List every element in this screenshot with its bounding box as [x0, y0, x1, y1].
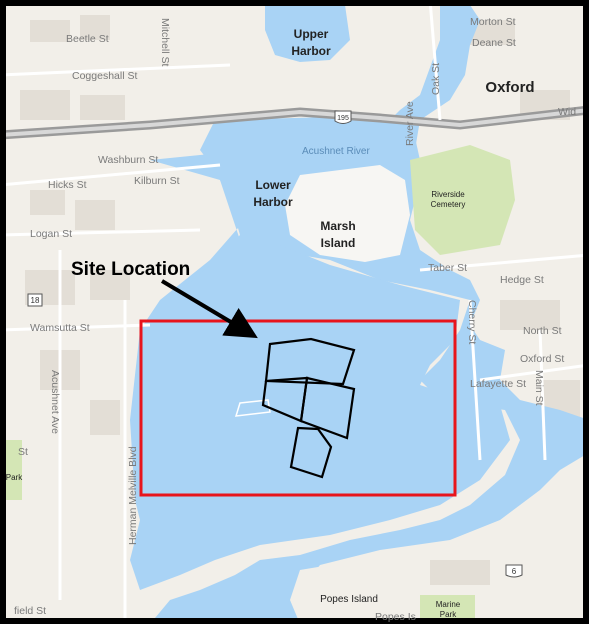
label-lafayette-st: Lafayette St — [470, 378, 526, 390]
site-polygon-4 — [289, 426, 333, 479]
riverside-cemetery-park — [410, 145, 515, 255]
rt6-shield: 6 — [505, 564, 523, 578]
label-upper-harbor-2: Harbor — [291, 44, 331, 58]
label-st-left: St — [18, 446, 28, 458]
label-oxford: Oxford — [485, 79, 534, 96]
site-location-label: Site Location — [71, 259, 190, 280]
label-field-st: field St — [14, 605, 46, 617]
label-lower-harbor-2: Harbor — [253, 195, 293, 209]
label-logan-st: Logan St — [30, 228, 72, 240]
label-hedge-st: Hedge St — [500, 274, 544, 286]
site-polygon-3 — [299, 376, 356, 440]
callout-arrow — [160, 279, 258, 339]
label-marsh-island-1: Marsh — [320, 219, 355, 233]
harbor-main-water — [130, 115, 510, 590]
white-outline-feature — [234, 399, 271, 417]
label-taber-st: Taber St — [428, 262, 467, 274]
label-main-st: Main St — [533, 370, 545, 406]
label-mitchell-st: Mitchell St — [159, 18, 171, 67]
marsh-island — [285, 165, 410, 262]
i195-shield: 195 — [334, 110, 352, 124]
label-lower-harbor-1: Lower — [255, 178, 291, 192]
label-marsh-island-2: Island — [321, 236, 356, 250]
label-herman-melville-blvd: Herman Melville Blvd — [127, 446, 139, 545]
label-wamsutta-st: Wamsutta St — [30, 322, 90, 334]
label-hicks-st: Hicks St — [48, 179, 87, 191]
label-marine-1: Marine — [436, 600, 461, 609]
label-cherry-st: Cherry St — [466, 300, 478, 344]
label-morton-st: Morton St — [470, 16, 516, 28]
city-blocks — [20, 15, 580, 585]
label-washburn-st: Washburn St — [98, 154, 158, 166]
label-acushnet-river: Acushnet River — [302, 146, 370, 157]
site-polygons — [261, 337, 356, 479]
label-north-st: North St — [523, 325, 562, 337]
label-riverside-2: Cemetery — [431, 200, 466, 209]
label-river-ave: River Ave — [404, 101, 416, 146]
label-kilburn-st: Kilburn St — [134, 175, 180, 187]
label-park-left: Park — [6, 473, 23, 482]
label-wid: Wid — [558, 106, 576, 118]
label-marine-2: Park — [440, 610, 457, 619]
label-popes-is: Popes Is — [375, 611, 416, 623]
site-polygon-1 — [264, 337, 356, 386]
label-popes-island: Popes Island — [320, 594, 378, 605]
label-oxford-st: Oxford St — [520, 353, 564, 365]
label-acushnet-ave: Acushnet Ave — [49, 370, 61, 434]
label-riverside-1: Riverside — [431, 190, 465, 199]
label-oak-st: Oak St — [430, 63, 442, 95]
rt18-shield-label: 18 — [31, 296, 40, 305]
label-beetle-st: Beetle St — [66, 33, 109, 45]
study-area-box — [139, 319, 457, 497]
upper-harbor-water — [265, 5, 350, 62]
rt18-shield: 18 — [27, 293, 43, 307]
label-upper-harbor-1: Upper — [294, 27, 329, 41]
rt6-shield-label: 6 — [512, 567, 517, 576]
i195-shield-label: 195 — [337, 115, 349, 122]
label-coggeshall-st: Coggeshall St — [72, 70, 137, 82]
label-deane-st: Deane St — [472, 37, 516, 49]
popes-island-land — [290, 560, 430, 624]
